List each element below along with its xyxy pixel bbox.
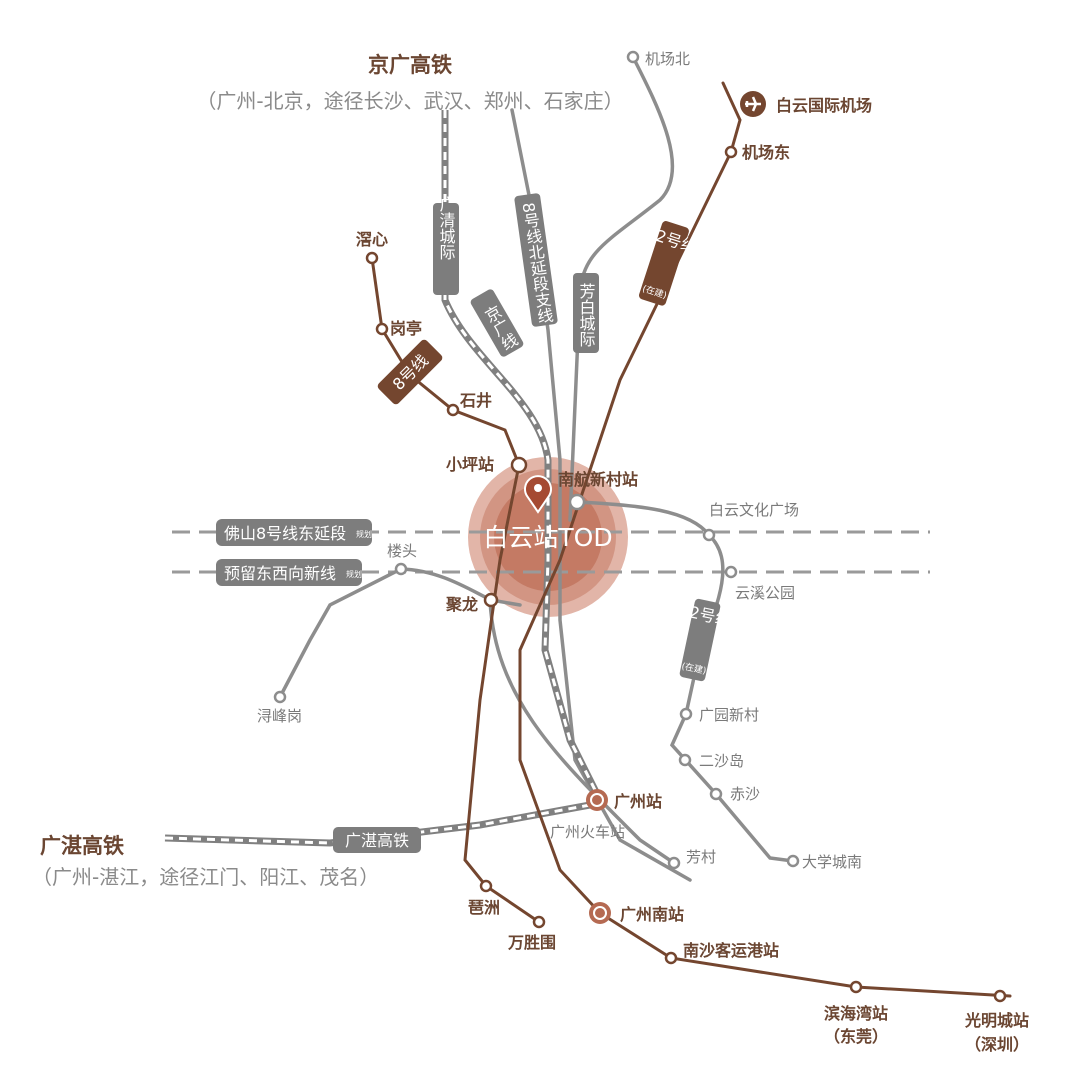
fangbai-line <box>568 55 675 522</box>
badge-line12: 12号线 (在建) <box>678 598 733 682</box>
brown-stations <box>365 145 1007 1003</box>
label-julong: 聚龙 <box>445 595 478 614</box>
badge-guangzhan: 广湛高铁 <box>333 827 421 853</box>
jingguang-hsr-title: 京广高铁 <box>368 53 452 77</box>
label-guangzhou-south: 广州南站 <box>620 905 684 924</box>
label-daxuecheng: 大学城南 <box>802 853 862 871</box>
label-xunfenggang: 浔峰岗 <box>257 707 302 725</box>
label-loutou: 楼头 <box>387 542 417 560</box>
label-yunxi: 云溪公园 <box>735 584 795 602</box>
label-pazhou: 琶洲 <box>468 898 500 917</box>
badge-line22: 22号线 (在建) <box>639 221 699 306</box>
svg-text:芳白城际: 芳白城际 <box>577 283 596 348</box>
tod-title: 白云站TOD <box>483 523 612 552</box>
badge-guangqing: 广清城际 <box>433 196 459 295</box>
label-fangcun: 芳村 <box>686 848 716 866</box>
guangzhan-hsr-title: 广湛高铁 <box>40 834 124 858</box>
label-binhaiwan: 滨海湾站 <box>824 1004 888 1023</box>
label-gangting: 岗亭 <box>390 319 422 338</box>
label-guangming-city: （深圳） <box>965 1035 1029 1054</box>
badge-line8-north: 8号线北延段支线 <box>514 193 558 327</box>
jingguang-hsr-subtitle: （广州-北京，途径长沙、武汉、郑州、石家庄） <box>196 89 623 113</box>
label-ershadao: 二沙岛 <box>699 752 744 770</box>
railway-station-icon <box>586 789 611 924</box>
label-jichangbei: 机场北 <box>645 50 690 68</box>
label-nansha: 南沙客运港站 <box>683 941 779 960</box>
label-guangyuan: 广园新村 <box>699 706 759 724</box>
label-nanhang: 南航新村站 <box>558 470 638 489</box>
badge-fangbai: 芳白城际 <box>573 273 599 353</box>
label-baiyun-wenhua: 白云文化广场 <box>709 501 799 519</box>
badge-reserved[interactable]: 预留东西向新线 规划 <box>216 559 362 586</box>
label-wanshengwei: 万胜围 <box>507 933 556 952</box>
badge-foshan8[interactable]: 佛山8号线东延段 规划 <box>216 519 372 546</box>
location-pin-icon <box>524 475 552 514</box>
label-guangzhou: 广州站 <box>614 792 662 811</box>
label-chisha: 赤沙 <box>730 785 760 803</box>
airplane-icon <box>740 91 766 117</box>
svg-text:广湛高铁: 广湛高铁 <box>345 831 409 850</box>
label-guangzhou-train: 广州火车站 <box>550 823 625 841</box>
label-airport: 白云国际机场 <box>776 96 872 115</box>
label-guangming: 光明城站 <box>964 1011 1029 1030</box>
svg-text:规划: 规划 <box>356 529 372 539</box>
label-shijing: 石井 <box>459 391 492 410</box>
label-xiaoping: 小坪站 <box>446 455 494 474</box>
guangzhan-hsr-subtitle: （广州-湛江，途径江门、阳江、茂名） <box>32 865 379 889</box>
svg-text:佛山8号线东延段: 佛山8号线东延段 <box>224 524 346 543</box>
label-jichangdong: 机场东 <box>742 143 790 162</box>
svg-text:规划: 规划 <box>346 569 362 579</box>
label-jiaoxin: 滘心 <box>356 230 388 249</box>
gray-south-line <box>488 598 676 865</box>
label-binhaiwan-city: （东莞） <box>824 1027 888 1046</box>
gray-stations <box>273 50 800 870</box>
svg-text:广清城际: 广清城际 <box>437 196 456 261</box>
svg-text:预留东西向新线: 预留东西向新线 <box>224 564 336 583</box>
